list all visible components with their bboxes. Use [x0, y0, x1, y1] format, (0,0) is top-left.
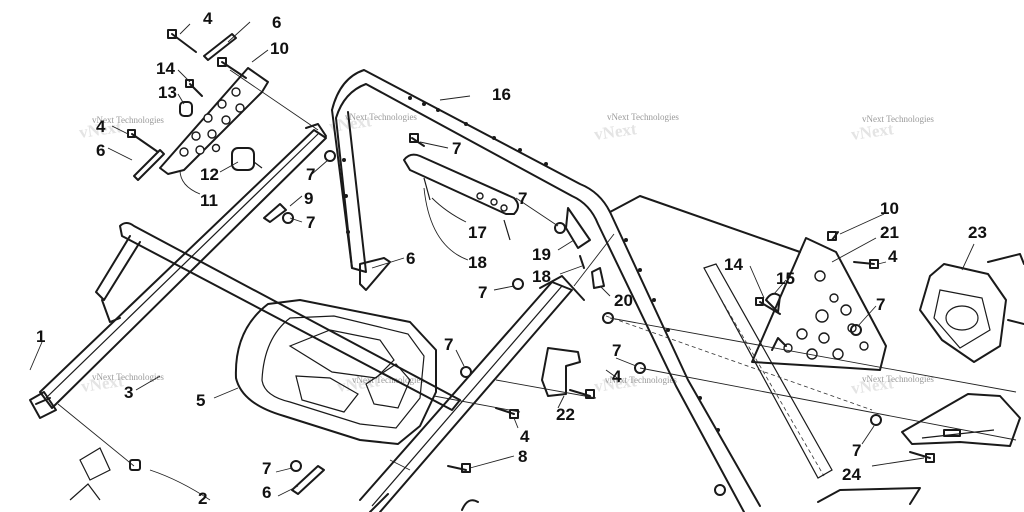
- callout-18a: 18: [468, 253, 487, 272]
- callout-4b: 4: [96, 117, 106, 136]
- right-gusset-plate: [751, 237, 887, 371]
- callout-13: 13: [158, 83, 177, 102]
- watermark-text: vNext Technologies: [352, 375, 424, 385]
- callout-5: 5: [196, 391, 205, 410]
- callout-15: 15: [776, 269, 795, 288]
- callout-14b: 14: [724, 255, 743, 274]
- callout-7a: 7: [306, 165, 315, 184]
- assembly-lines: [57, 69, 1017, 471]
- callout-7f: 7: [444, 335, 453, 354]
- callout-4a: 4: [203, 9, 213, 28]
- callout-11: 11: [200, 191, 218, 210]
- callout-7c: 7: [452, 139, 461, 158]
- tray-bolts: [290, 257, 519, 495]
- callout-7g: 7: [612, 341, 621, 360]
- front-crossbar-assembly: [29, 123, 461, 419]
- callout-17: 17: [468, 223, 487, 242]
- callout-24: 24: [842, 465, 861, 484]
- callout-3: 3: [124, 383, 133, 402]
- callout-7d: 7: [518, 189, 527, 208]
- top-left-hardware: [127, 29, 247, 181]
- callout-19: 19: [532, 245, 551, 264]
- callout-1: 1: [36, 327, 45, 346]
- svg-text:vNext: vNext: [593, 119, 638, 144]
- callout-labels: 1 2 3 4 4 4 4 4 5 6 6 6 6 7 7 7 7 7 7 7 …: [36, 9, 987, 508]
- watermark-text: vNext Technologies: [862, 374, 934, 384]
- tray-plate: [234, 299, 437, 445]
- watermark-text: vNext Technologies: [862, 114, 934, 124]
- callout-4d: 4: [612, 367, 622, 386]
- callout-18b: 18: [532, 267, 551, 286]
- callout-7h: 7: [262, 459, 271, 478]
- callout-14a: 14: [156, 59, 175, 78]
- center-hardware: [460, 207, 646, 378]
- callout-10b: 10: [880, 199, 899, 218]
- watermark-text: vNext Technologies: [92, 115, 164, 125]
- clamp-cage: [919, 253, 1024, 363]
- callout-7j: 7: [852, 441, 861, 460]
- callout-leaders: [29, 21, 975, 501]
- mid-left-hardware: [69, 150, 336, 501]
- callout-4e: 4: [888, 247, 898, 266]
- roll-hoop: [331, 69, 801, 512]
- strap-bracket: [403, 133, 519, 241]
- callout-8: 8: [518, 447, 527, 466]
- watermark-text: vNext Technologies: [605, 375, 677, 385]
- callout-12: 12: [200, 165, 219, 184]
- lower-right-bracket: [461, 393, 1021, 511]
- callout-20: 20: [614, 291, 633, 310]
- watermark-text: vNext Technologies: [92, 372, 164, 382]
- watermark-text: vNext Technologies: [345, 112, 417, 122]
- bracket-plate: [159, 67, 269, 175]
- front-channel: [359, 275, 585, 512]
- callout-6d: 6: [262, 483, 271, 502]
- watermark-text: vNext Technologies: [607, 112, 679, 122]
- callout-2: 2: [198, 489, 207, 508]
- callout-6c: 6: [406, 249, 415, 268]
- callout-9: 9: [304, 189, 313, 208]
- callout-23: 23: [968, 223, 987, 242]
- callout-6a: 6: [272, 13, 281, 32]
- callout-10a: 10: [270, 39, 289, 58]
- callout-4c: 4: [520, 427, 530, 446]
- callout-21: 21: [880, 223, 899, 242]
- angle-bracket: [541, 347, 595, 399]
- callout-6b: 6: [96, 141, 105, 160]
- callout-7e: 7: [478, 283, 487, 302]
- callout-7b: 7: [306, 213, 315, 232]
- callout-7i: 7: [876, 295, 885, 314]
- callout-16: 16: [492, 85, 511, 104]
- callout-22: 22: [556, 405, 575, 424]
